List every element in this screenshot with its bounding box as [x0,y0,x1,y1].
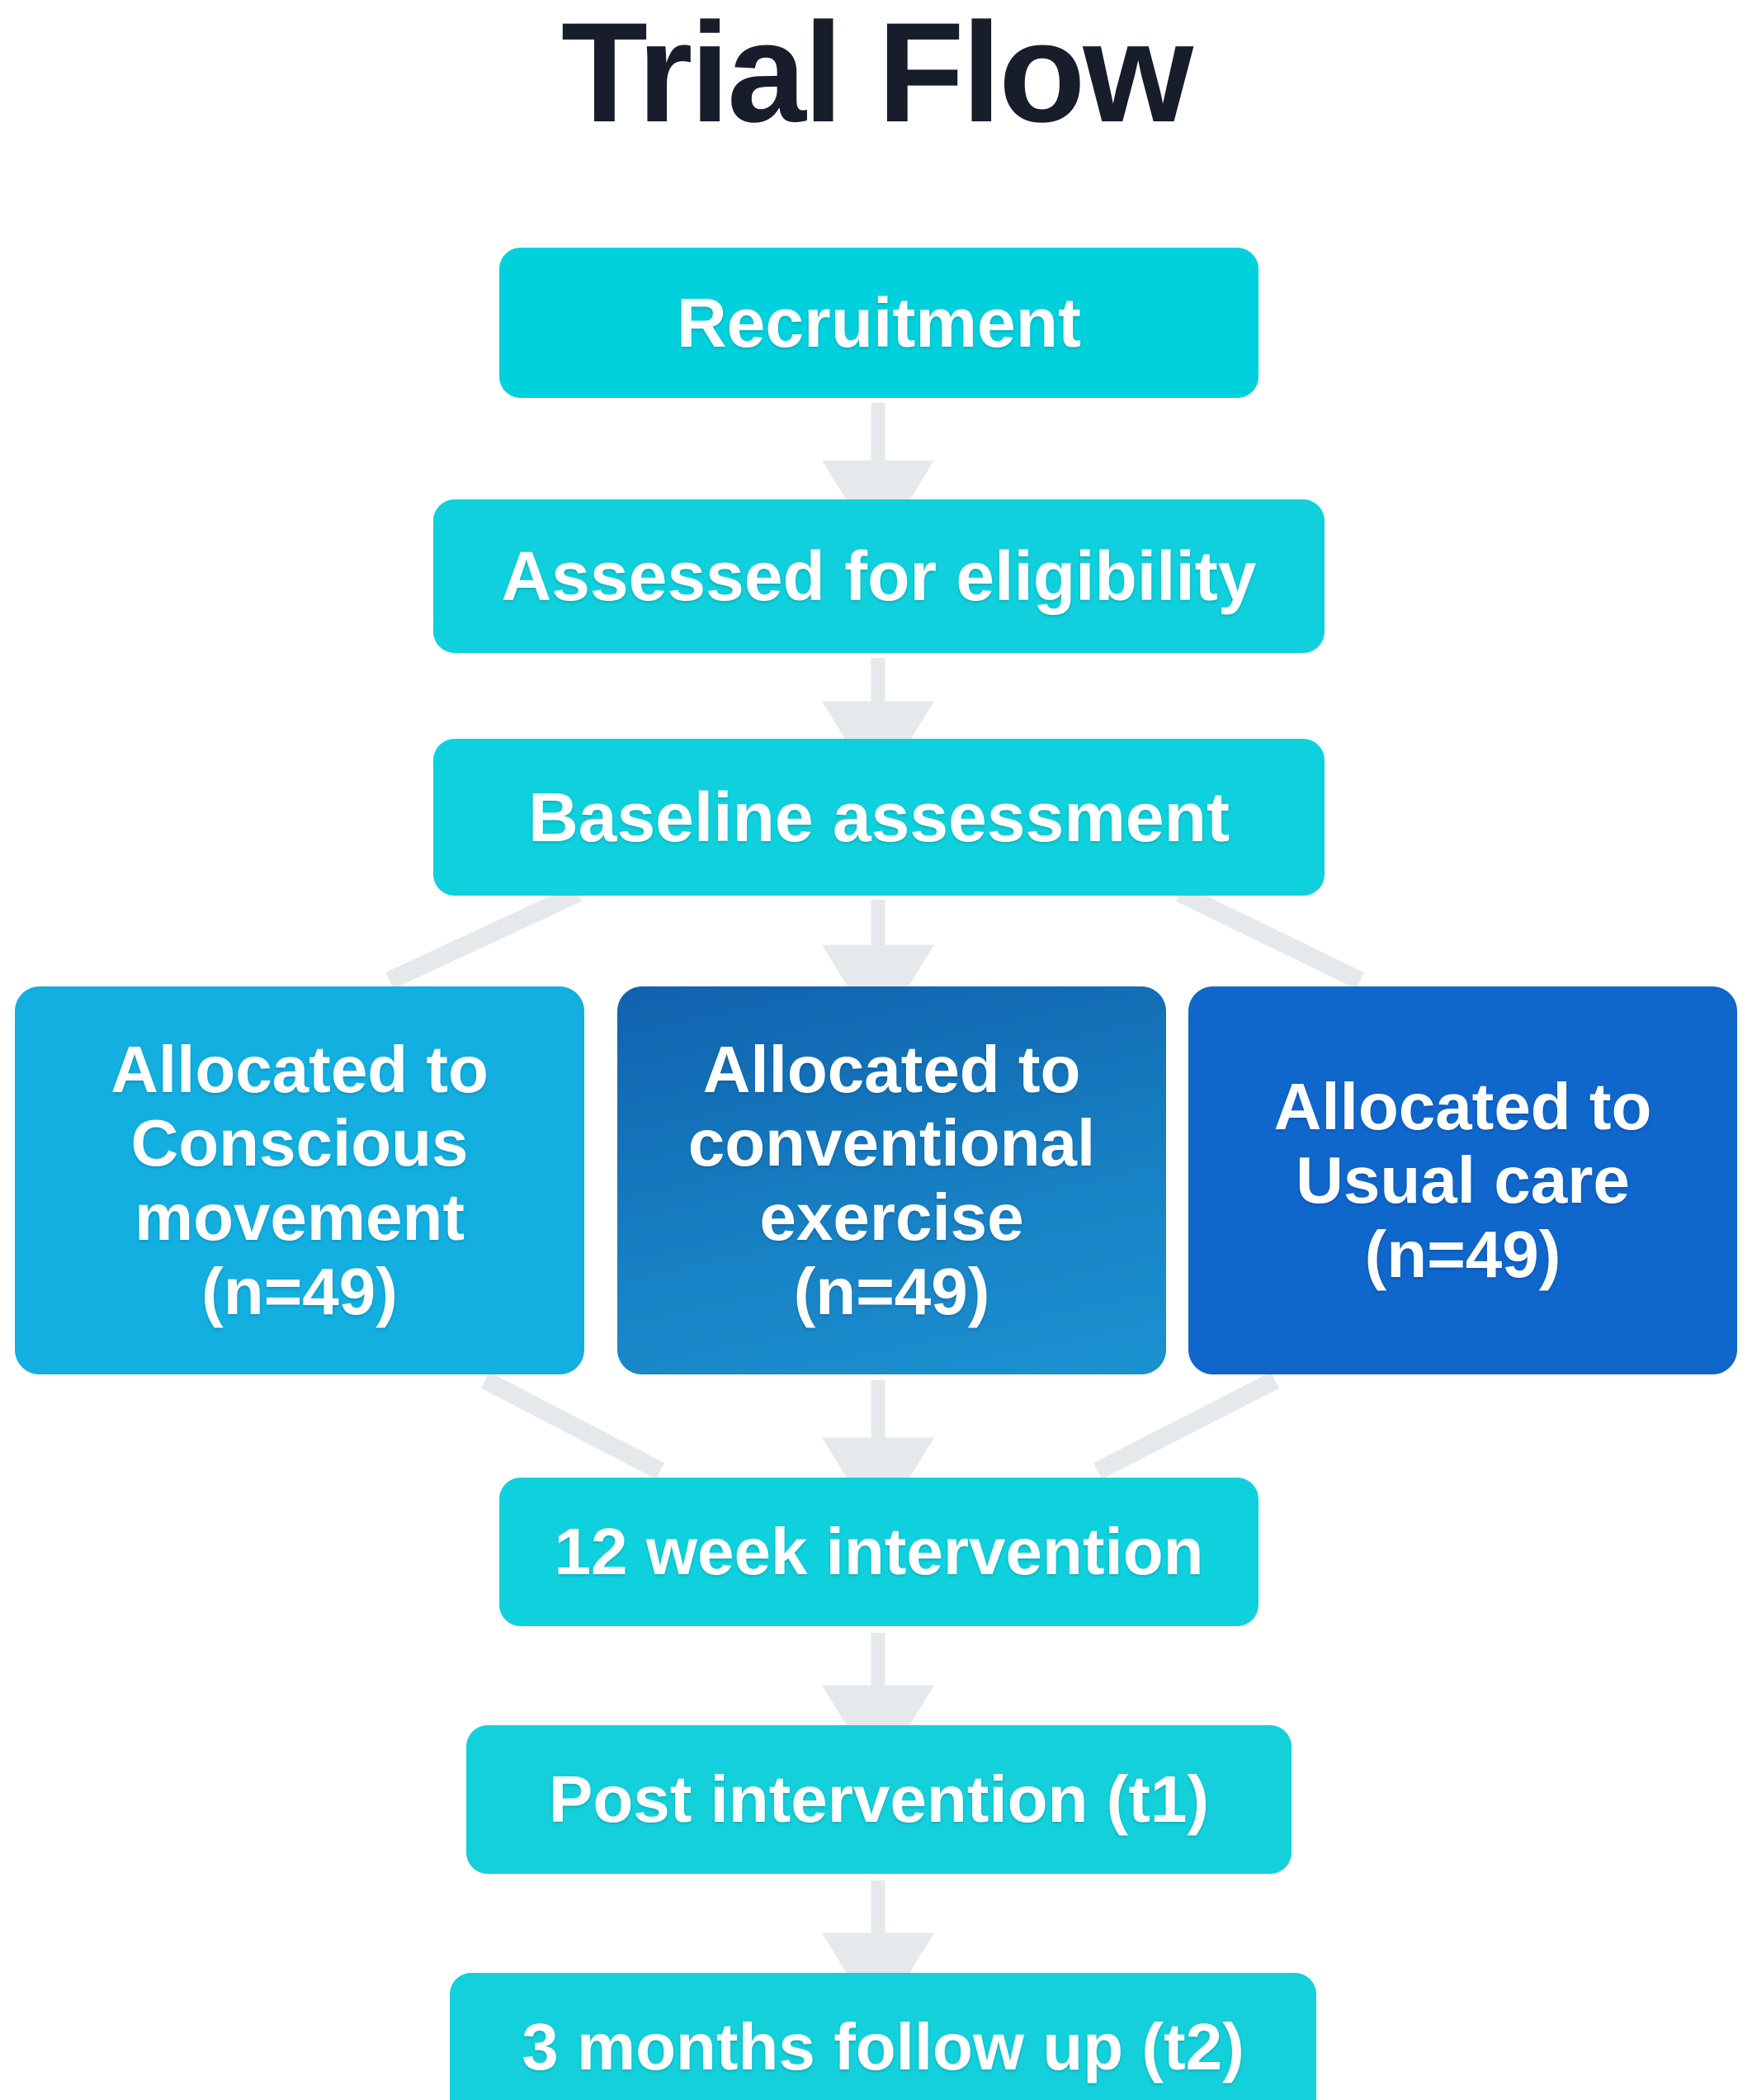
node-3-months-follow-up-t2-label: 3 months follow up (t2) [522,2010,1244,2084]
page-title: Trial Flow [560,0,1193,152]
edge-usual-intervention [1093,1372,1280,1479]
node-post-intervention-t1[interactable]: Post intervention (t1) [466,1725,1292,1874]
node-baseline-assessment-label: Baseline assessment [528,778,1230,856]
node-allocated-conscious-movement-label: Allocated to Conscious movement (n=49) [111,1032,489,1328]
node-post-intervention-t1-label: Post intervention (t1) [548,1762,1210,1837]
node-baseline-assessment[interactable]: Baseline assessment [433,739,1325,896]
node-allocated-usual-care[interactable]: Allocated to Usual care (n=49) [1188,986,1737,1374]
node-allocated-conscious-movement[interactable]: Allocated to Conscious movement (n=49) [15,986,584,1374]
node-12-week-intervention-label: 12 week intervention [554,1515,1204,1589]
edge-baseline-usual [1176,885,1364,989]
node-allocated-conventional-exercise[interactable]: Allocated to conventional exercise (n=49… [617,986,1166,1374]
node-assessed-for-eligibility-label: Assessed for eligibility [501,537,1257,615]
node-recruitment[interactable]: Recruitment [499,248,1259,398]
node-allocated-conventional-exercise-label: Allocated to conventional exercise (n=49… [687,1032,1096,1328]
node-assessed-for-eligibility[interactable]: Assessed for eligibility [433,499,1325,653]
edge-conscious-intervention [480,1372,665,1479]
node-recruitment-label: Recruitment [676,283,1082,362]
node-3-months-follow-up-t2[interactable]: 3 months follow up (t2) [450,1973,1316,2100]
node-allocated-usual-care-label: Allocated to Usual care (n=49) [1273,1069,1652,1291]
edge-baseline-conscious [385,885,582,989]
node-12-week-intervention[interactable]: 12 week intervention [499,1478,1259,1626]
